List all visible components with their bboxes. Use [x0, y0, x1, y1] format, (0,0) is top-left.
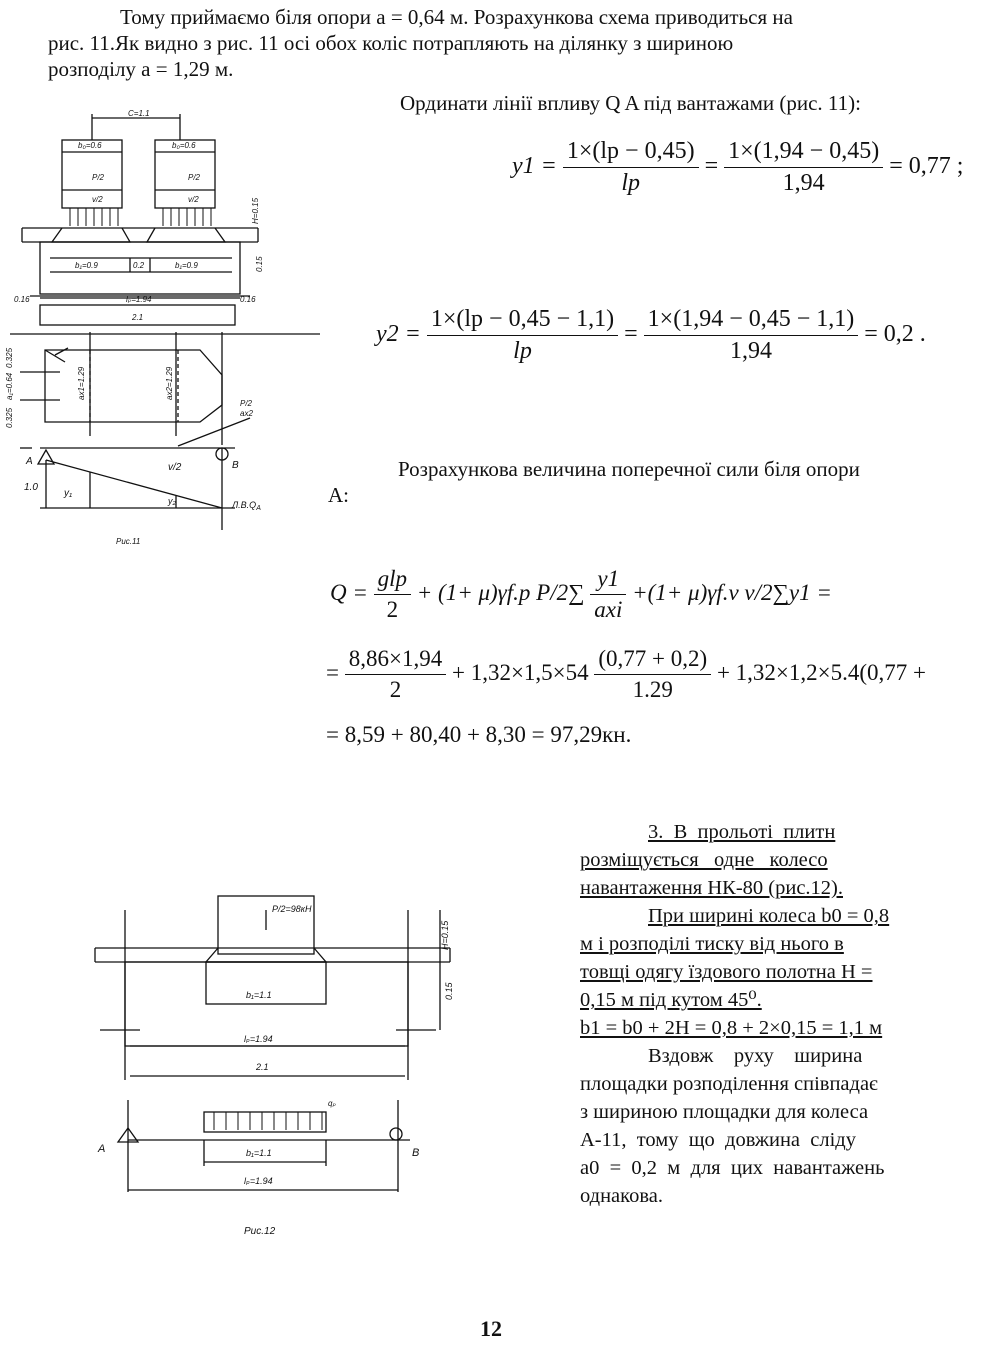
fig11-label-pv2: ax2 [240, 409, 253, 418]
fig12-label-b1: b₁=1.1 [246, 990, 272, 1000]
fig11-label-p2a: P/2 [92, 173, 105, 182]
section3-title-1: 3. В прольоті плитн [648, 821, 836, 843]
fig11-label-v2b: v/2 [188, 195, 199, 204]
section3-p-3: товщі одягу їздового полотна H = [580, 961, 873, 983]
section3-body-4: А-11, тому що довжина сліду [580, 1129, 856, 1151]
y2-result: = 0,2 . [864, 321, 926, 348]
section3-p-2: м і розподілі тиску від нього в [580, 933, 844, 955]
fig12-label-h2: 0.15 [444, 981, 454, 1000]
fig11-label-c: C=1.1 [128, 109, 150, 118]
intro-line-3: розподілу a = 1,29 м. [48, 57, 234, 81]
section3-p-1: При ширині колеса b0 = 0,8 [648, 905, 890, 927]
fig12-label-b1b: b₁=1.1 [246, 1148, 272, 1158]
ordinates-heading: Ординати лінії впливу Q A під вантажами … [400, 91, 861, 115]
y1-result: = 0,77 ; [889, 153, 964, 180]
fig12-label-h: H=0.15 [440, 920, 450, 950]
section3-title-3: навантаження НК-80 (рис.12). [580, 877, 843, 899]
fig11-label-A: A [25, 456, 33, 467]
section3-body-1: Вздовж руху ширина [648, 1045, 863, 1067]
y1-fraction-numeric: 1×(1,94 − 0,45)1,94 [724, 138, 884, 197]
fig11-label-h: H=0.15 [251, 197, 260, 224]
shear-text-line-2: A: [328, 483, 349, 507]
fig12-label-B: B [412, 1147, 419, 1159]
fig11-label-side2: 0.325 [5, 407, 14, 428]
fig12-label-p: P/2=98кН [272, 904, 312, 914]
fig11-label-lv: Л.В.QA [231, 500, 261, 512]
equation-y2: y2 = 1×(lp − 0,45 − 1,1)lp = 1×(1,94 − 0… [376, 306, 926, 365]
section3-body-3: з шириною площадки для колеса [580, 1101, 869, 1123]
figure-12: P/2=98кН H=0.15 0.15 b₁=1.1 lₚ=1.94 2.1 … [94, 895, 454, 1237]
y2-fraction-symbolic: 1×(lp − 0,45 − 1,1)lp [426, 306, 619, 365]
fig11-label-y1: y₁ [63, 488, 72, 499]
fig11-label-v2c: v/2 [168, 462, 182, 473]
y1-fraction-symbolic: 1×(lp − 0,45)lp [562, 138, 699, 197]
section3-formula: b1 = b0 + 2H = 0,8 + 2×0,15 = 1,1 м [580, 1017, 883, 1039]
fig11-label-side3: a₁=0.64 [5, 372, 14, 400]
section3-body-5: a0 = 0,2 м для цих навантажень [580, 1157, 885, 1179]
fig12-label-qp: qₚ [328, 1099, 336, 1108]
shear-text-line-1: Розрахункова величина поперечної сили бі… [398, 457, 860, 481]
fig11-label-total: 2.1 [131, 313, 143, 322]
fig11-label-one: 1.0 [24, 482, 38, 493]
fig11-label-y2: y₂ [167, 496, 177, 506]
fig12-label-A: A [97, 1143, 105, 1155]
equation-y1: y1 = 1×(lp − 0,45)lp = 1×(1,94 − 0,45)1,… [512, 138, 964, 197]
fig11-label-left016: 0.16 [14, 295, 30, 304]
fig11-label-right016: 0.16 [240, 295, 256, 304]
section3-body-6: однакова. [580, 1185, 663, 1207]
fig12-caption: Рис.12 [244, 1226, 276, 1237]
figure-11: C=1.1 b₀=0.6 b₀=0.6 P/2 P/2 v/2 v/2 H=0.… [5, 109, 320, 546]
y2-lhs: y2 = [376, 321, 421, 348]
fig11-label-ax2: ax2=1.29 [165, 366, 174, 400]
y2-fraction-numeric: 1×(1,94 − 0,45 − 1,1)1,94 [643, 306, 859, 365]
intro-line-2: рис. 11.Як видно з рис. 11 осі обох колі… [48, 31, 734, 55]
intro-paragraph: Тому приймаємо біля опори a = 0,64 м. Ро… [48, 4, 978, 82]
fig11-label-d015: 0.15 [255, 256, 264, 272]
intro-line-1: Тому приймаємо біля опори a = 0,64 м. Ро… [120, 5, 793, 29]
section3-p-4: 0,15 м під кутом 45⁰. [580, 989, 762, 1011]
fig11-label-pv: P/2 [240, 399, 253, 408]
fig12-label-lp2: lₚ=1.94 [244, 1176, 273, 1186]
equation-Q-line-3: = 8,59 + 80,40 + 8,30 = 97,29кн. [326, 722, 632, 747]
fig12-label-total: 2.1 [255, 1062, 269, 1072]
fig11-label-v2a: v/2 [92, 195, 103, 204]
section3-block: 3. В прольоті плитн розміщується одне ко… [580, 818, 963, 1210]
fig11-label-side1: 0.325 [5, 347, 14, 368]
section3-body-2: площадки розподілення співпадає [580, 1073, 878, 1095]
fig11-label-b0b: b₀=0.6 [172, 141, 196, 150]
page-number: 12 [480, 1316, 502, 1341]
fig11-label-B: B [232, 460, 239, 471]
fig12-label-lp: lₚ=1.94 [244, 1034, 273, 1044]
section3-title-2: розміщується одне колесо [580, 849, 828, 871]
fig11-label-b0a: b₀=0.6 [78, 141, 102, 150]
fig11-label-ax1: ax1=1.29 [77, 366, 86, 400]
fig11-label-p2b: P/2 [188, 173, 201, 182]
fig11-label-b1a: b₁=0.9 [75, 261, 98, 270]
fig11-label-lp: lₚ=1.94 [126, 295, 152, 304]
fig11-label-b1b: b₁=0.9 [175, 261, 198, 270]
fig11-label-gap: 0.2 [133, 261, 145, 270]
y1-lhs: y1 = [512, 153, 557, 180]
fig11-caption: Рис.11 [116, 537, 140, 546]
